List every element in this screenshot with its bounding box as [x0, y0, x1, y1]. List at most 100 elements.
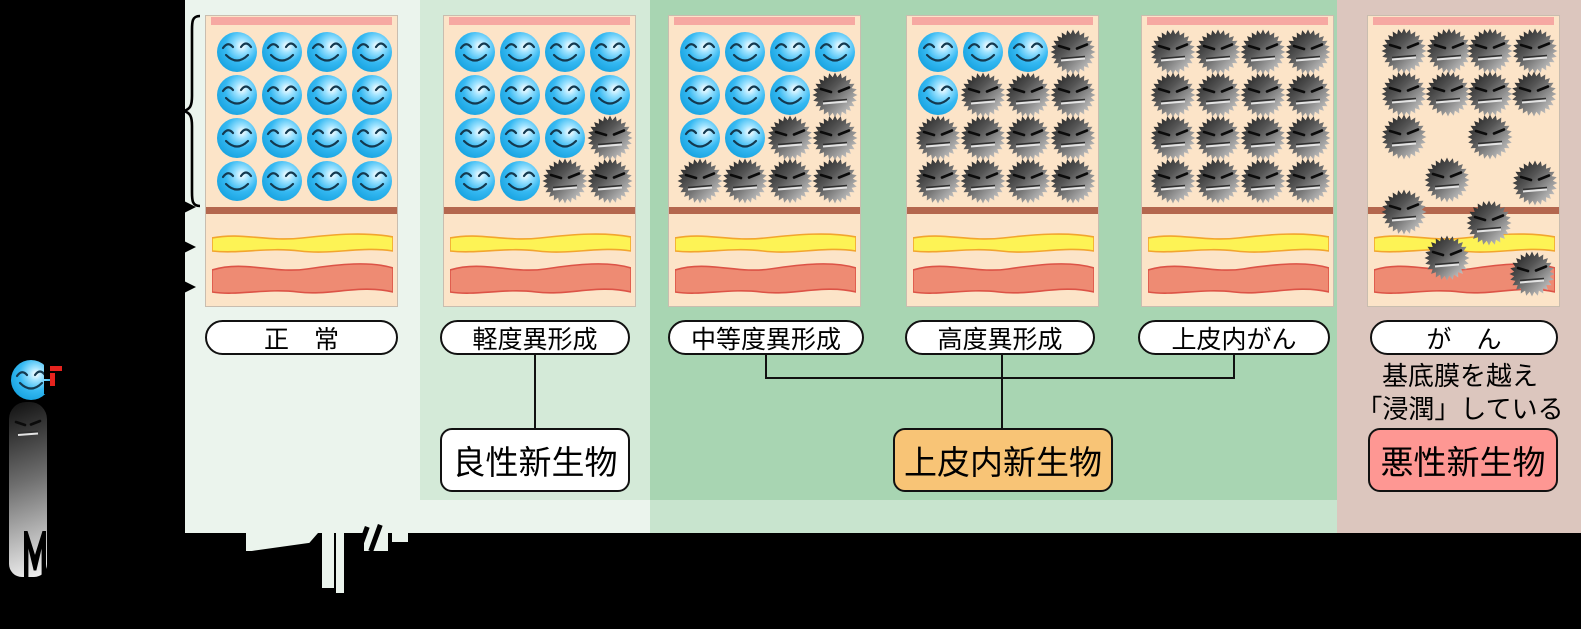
atypical-cell-icon [1005, 158, 1051, 204]
atypical-cell-icon [1425, 71, 1471, 117]
surface-strip [674, 17, 855, 25]
normal-cell-icon [545, 32, 585, 72]
tissue-panel-carcinoma-in-situ [1141, 15, 1334, 307]
normal-cell-icon [725, 32, 765, 72]
atypical-cell-icon [1150, 29, 1196, 75]
connector-bracket-horizontal [765, 377, 1235, 379]
yellow-layer [913, 233, 1094, 253]
stage-label-mild-dysplasia: 軽度異形成 [440, 320, 630, 355]
yellow-layer [450, 233, 631, 253]
atypical-cell-icon [1285, 158, 1331, 204]
normal-cell-icon [307, 32, 347, 72]
normal-cell-icon [262, 32, 302, 72]
text-fragment [44, 381, 60, 394]
yellow-layer [675, 233, 856, 253]
basement-membrane [206, 207, 397, 214]
atypical-cell-icon [1285, 72, 1331, 118]
normal-cell-icon [590, 75, 630, 115]
normal-cell-icon [455, 161, 495, 201]
tissue-panel-severe-dysplasia [906, 15, 1099, 307]
tissue-panel-mild-dysplasia [443, 15, 636, 307]
yellow-layer [1374, 233, 1555, 253]
stage-label-carcinoma-in-situ: 上皮内がん [1138, 320, 1330, 355]
muscle-layer [913, 263, 1094, 294]
atypical-cell-icon [767, 158, 813, 204]
normal-cell-icon [307, 118, 347, 158]
normal-cell-icon [307, 75, 347, 115]
tissue-panel-cancer [1367, 15, 1560, 307]
atypical-cell-icon [1509, 251, 1555, 297]
connector-severe-to-intraepithelial [1001, 355, 1003, 428]
atypical-cell-icon [915, 158, 961, 204]
atypical-cell-icon [1467, 71, 1513, 117]
normal-cell-icon [545, 118, 585, 158]
normal-cell-icon [262, 161, 302, 201]
normal-cell-icon [500, 75, 540, 115]
atypical-cell-icon [812, 72, 858, 118]
basement-membrane [444, 207, 635, 214]
malignant-neoplasm-box: 悪性新生物 [1368, 428, 1558, 492]
normal-cell-icon [500, 118, 540, 158]
atypical-cell-icon [587, 158, 633, 204]
normal-cell-icon [307, 161, 347, 201]
stage-label-cancer: が ん [1370, 320, 1558, 355]
normal-cell-icon [815, 32, 855, 72]
atypical-cell-icon [960, 115, 1006, 161]
atypical-cell-icon [1195, 29, 1241, 75]
atypical-cell-icon [1381, 114, 1427, 160]
atypical-cell-icon [1466, 200, 1512, 246]
cell-layer [907, 16, 1098, 306]
atypical-cell-icon [542, 158, 588, 204]
normal-cell-icon [217, 161, 257, 201]
surface-strip [211, 17, 392, 25]
atypical-cell-icon [1150, 115, 1196, 161]
red-text-fragment [50, 366, 62, 371]
intraepithelial-neoplasm-box: 上皮内新生物 [893, 428, 1113, 492]
invasion-note-line2: 「浸潤」している [1356, 395, 1564, 425]
atypical-cell-icon [1195, 72, 1241, 118]
atypical-cell-icon [915, 115, 961, 161]
atypical-cell-icon [1150, 72, 1196, 118]
normal-cell-icon [262, 75, 302, 115]
atypical-cell-icon [1050, 158, 1096, 204]
atypical-cell-icon [1050, 115, 1096, 161]
atypical-cell-icon [1381, 189, 1427, 235]
normal-cell-icon [455, 75, 495, 115]
stage-label-moderate-dysplasia: 中等度異形成 [668, 320, 864, 355]
muscle-layer [675, 263, 856, 294]
normal-cell-icon [770, 32, 810, 72]
background-region-mild-footer [420, 500, 650, 533]
surface-strip [1147, 17, 1328, 25]
atypical-cell-icon [1381, 28, 1427, 74]
stage-label-severe-dysplasia: 高度異形成 [905, 320, 1095, 355]
normal-cell-icon [352, 161, 392, 201]
atypical-cell-icon [1240, 158, 1286, 204]
background-region-intraepithelial-footer [650, 500, 1337, 533]
connector-bracket-left [765, 355, 767, 379]
invasion-note-line1: 基底膜を越え [1381, 362, 1538, 392]
atypical-cell-icon [1511, 71, 1557, 117]
background-fragment [246, 533, 318, 551]
atypical-cell-icon [1512, 28, 1558, 74]
atypical-cell-icon [1050, 72, 1096, 118]
atypical-cell-icon [1381, 71, 1427, 117]
surface-strip [449, 17, 630, 25]
basement-membrane [907, 207, 1098, 214]
basement-membrane [1368, 207, 1559, 214]
muscle-layer-arrow-icon [180, 279, 196, 295]
atypical-cell-icon [1005, 115, 1051, 161]
atypical-cell-icon [812, 158, 858, 204]
normal-cell-icon [11, 360, 51, 400]
atypical-cell-icon [722, 158, 768, 204]
muscle-layer [1148, 263, 1329, 294]
atypical-cell-icon [677, 158, 723, 204]
normal-cell-icon [918, 75, 958, 115]
yellow-layer [1148, 233, 1329, 253]
cell-layer [206, 16, 397, 306]
normal-cell-icon [918, 32, 958, 72]
atypical-cell-icon [1426, 28, 1472, 74]
background-fragment [336, 533, 344, 593]
cell-layer [1142, 16, 1333, 306]
normal-cell-icon [963, 32, 1003, 72]
